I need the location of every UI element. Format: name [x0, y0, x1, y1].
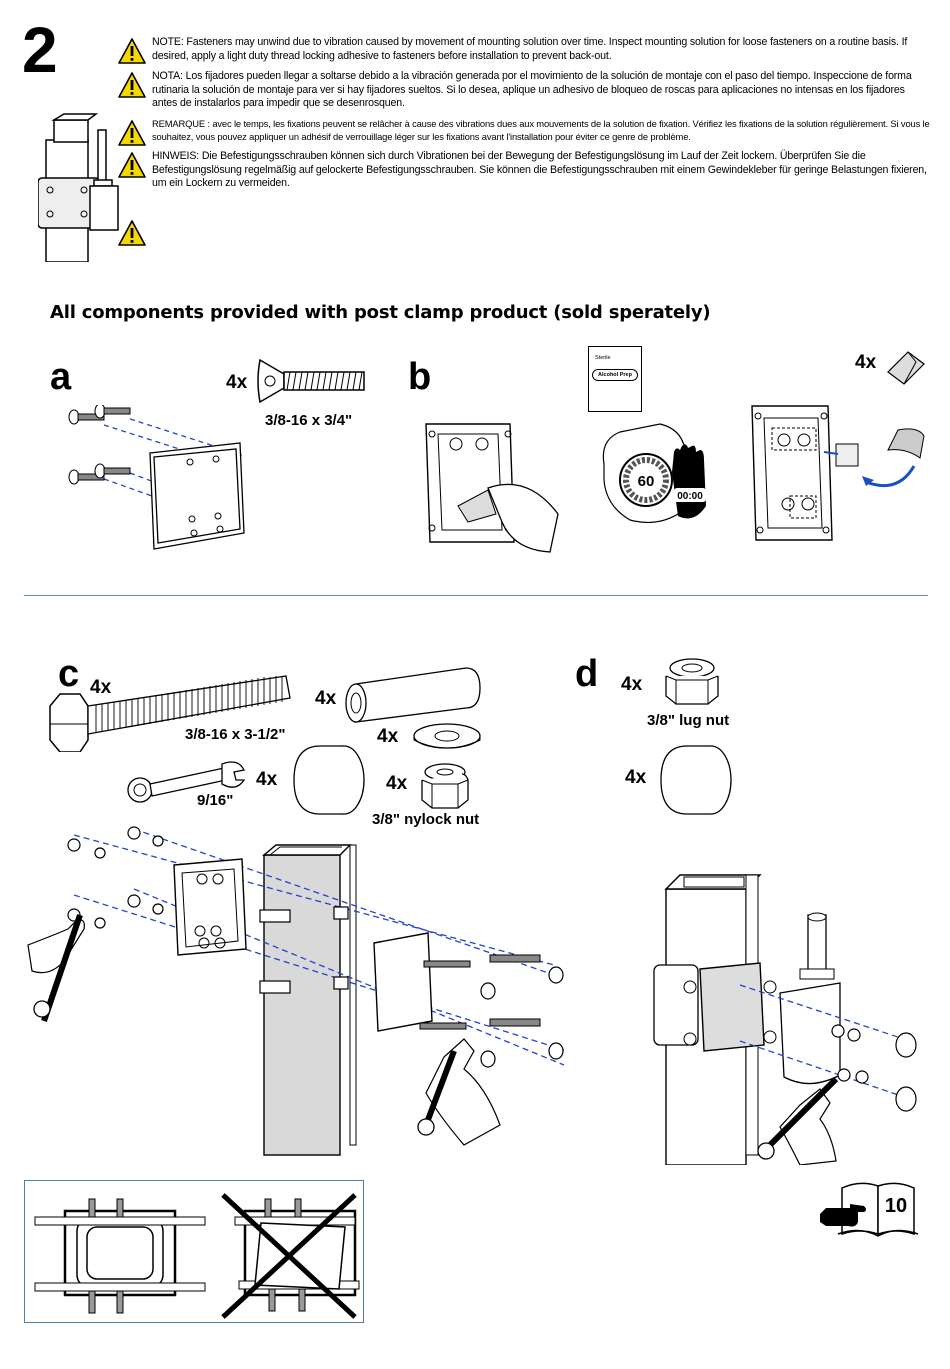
warning-icon [118, 38, 146, 64]
warning-icon [118, 152, 146, 178]
panel-a-letter: a [50, 356, 72, 398]
incorrect-alignment [221, 1193, 360, 1319]
timer-value: 60 [638, 473, 655, 490]
pointing-hand-book-icon: 10 [820, 1182, 919, 1237]
note-de: HINWEIS: Die Befestigungsschrauben könne… [118, 150, 930, 191]
note-es-text: NOTA: Los fijadores pueden llegar a solt… [152, 70, 912, 110]
post-clamp-thumbnail [38, 113, 119, 262]
panel-d-letter: d [575, 653, 599, 695]
note-en: NOTE: Fasteners may unwind due to vibrat… [118, 36, 930, 64]
panel-d-assembly [653, 874, 917, 1165]
reference-page-number: 10 [885, 1195, 907, 1217]
wrench-icon [127, 761, 246, 803]
panel-c-cap-qty: 4x [256, 769, 278, 790]
panel-d-nut-spec: 3/8" lug nut [647, 712, 730, 729]
clamp-alignment-inset [24, 1180, 364, 1323]
section-divider [24, 595, 928, 596]
panel-c-nut-qty: 4x [386, 773, 408, 794]
panel-c-nut-spec: 3/8" nylock nut [372, 811, 480, 828]
panel-c-assembly [27, 826, 565, 1156]
adhesive-pad-icon [887, 351, 925, 385]
washer-icon [413, 723, 481, 749]
panel-b-plate-wipe [425, 423, 559, 553]
see-page-reference: 10 [820, 1178, 920, 1240]
note-fr-text: REMARQUE : avec le temps, les fixations … [152, 117, 930, 142]
note-es: NOTA: Los fijadores pueden llegar a solt… [118, 70, 930, 111]
warning-notes: NOTE: Fasteners may unwind due to vibrat… [118, 36, 930, 198]
flat-head-screw-icon [257, 358, 365, 404]
alcohol-prep-sterile-label: Sterile [595, 355, 611, 361]
end-cap-icon [660, 745, 732, 815]
panel-c-washer-qty: 4x [377, 726, 399, 747]
panel-b-letter: b [408, 356, 432, 398]
components-heading: All components provided with post clamp … [50, 302, 711, 323]
lug-nut-icon [665, 658, 719, 705]
panel-c-spacer-qty: 4x [315, 688, 337, 709]
warning-icon [118, 220, 146, 246]
alcohol-prep-pad: Sterile Alcohol Prep [588, 346, 642, 412]
panel-a-qty: 4x [226, 372, 248, 393]
wrench-size: 9/16" [197, 792, 234, 809]
timer-60-seconds-icon: 60 00:00 [602, 423, 706, 523]
panel-c-bolt-spec: 3/8-16 x 3-1/2" [185, 726, 286, 743]
panel-a-screw-spec: 3/8-16 x 3/4" [265, 412, 353, 429]
panel-a-plate-assembly [68, 405, 245, 550]
spacer-tube-icon [345, 667, 481, 723]
end-cap-icon [293, 745, 365, 815]
note-fr: REMARQUE : avec le temps, les fixations … [118, 117, 930, 146]
timer-display: 00:00 [677, 491, 703, 502]
hex-bolt-icon [49, 675, 291, 752]
panel-d-nut-qty: 4x [621, 674, 643, 695]
note-de-text: HINWEIS: Die Befestigungsschrauben könne… [152, 150, 927, 190]
panel-c-letter: c [58, 653, 80, 695]
panel-b-plate-pad-apply [751, 405, 925, 541]
note-en-text: NOTE: Fasteners may unwind due to vibrat… [152, 36, 908, 62]
alcohol-prep-title: Alcohol Prep [592, 369, 638, 381]
step-number: 2 [22, 14, 58, 86]
panel-d-cap-qty: 4x [625, 767, 647, 788]
panel-b-qty: 4x [855, 352, 877, 373]
warning-icon [118, 120, 146, 146]
nylock-nut-icon [421, 763, 469, 809]
clamp-alignment-diagram [34, 1193, 360, 1319]
panel-c-bolt-qty: 4x [90, 677, 112, 698]
warning-icon [118, 72, 146, 98]
correct-alignment [34, 1198, 206, 1314]
